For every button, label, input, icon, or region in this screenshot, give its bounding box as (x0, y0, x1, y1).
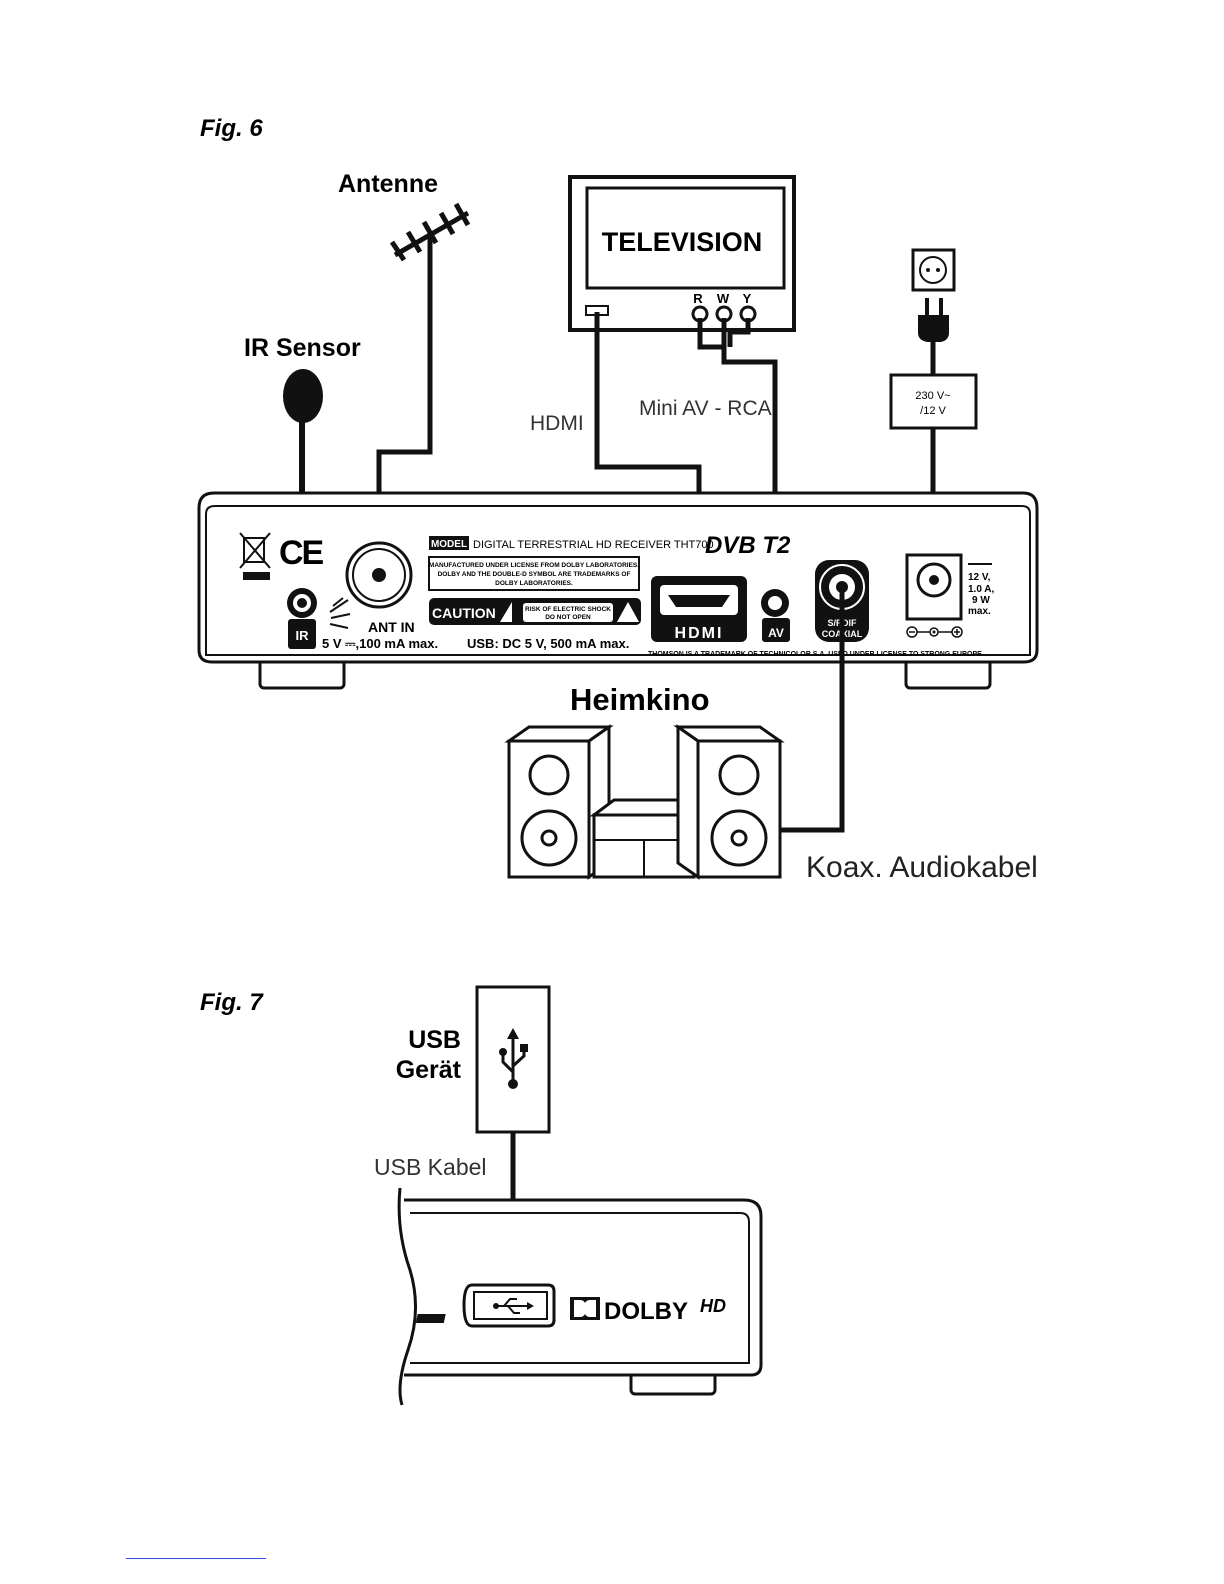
usb-power-label: USB: DC 5 V, 500 mA max. (467, 636, 629, 651)
dc-rating-line3: 9 W (972, 595, 990, 606)
receiver-front-panel: DOLBY HD TV (397, 1187, 763, 1406)
power-plug-icon (918, 298, 949, 342)
trademark-text: THOMSON IS A TRADEMARK OF TECHNICOLOR S.… (648, 651, 982, 658)
ant-in-label: ANT IN (368, 619, 415, 635)
usb-cable-label: USB Kabel (374, 1154, 487, 1180)
usb-device-label-line2: Gerät (396, 1056, 462, 1084)
exclamation-warning-icon (617, 602, 639, 622)
antenna-label: Antenne (338, 170, 438, 198)
television-label: TELEVISION (602, 227, 763, 257)
koax-label: Koax. Audiokabel (806, 851, 1038, 884)
dc-polarity-icon (906, 626, 963, 638)
power-adapter-line2: /12 V (920, 405, 946, 417)
lightning-warning-icon (500, 602, 512, 622)
av-port-label: AV (768, 626, 784, 640)
usb-stick (475, 985, 551, 1134)
caution-text: CAUTION (432, 605, 496, 621)
ir-sensor-label: IR Sensor (244, 334, 361, 362)
hd-logo-sub: TV (708, 1317, 718, 1324)
antenna-icon (389, 202, 471, 262)
usb-port-symbol-icon (493, 1298, 534, 1314)
hd-tv-logo: HD TV (415, 1296, 726, 1324)
model-badge: MODEL (431, 539, 467, 550)
home-theater-icon (504, 724, 785, 880)
heimkino-label: Heimkino (570, 682, 710, 717)
tv-port-y-label: Y (743, 291, 752, 306)
fig6-title: Fig. 6 (200, 115, 263, 142)
ir-port (288, 619, 316, 649)
power-adapter-line1: 230 V~ (915, 390, 950, 402)
av-cable-split-rw (697, 318, 727, 350)
fig7-title: Fig. 7 (200, 989, 264, 1016)
dolby-notice-line2: DOLBY AND THE DOUBLE-D SYMBOL ARE TRADEM… (438, 571, 631, 578)
dc-rating-line1: 12 V, (968, 572, 991, 583)
usb-device-label-line1: USB (408, 1026, 461, 1054)
ir-signal-icon (329, 597, 351, 629)
usb-port (462, 1283, 556, 1328)
dolby-logo (570, 1297, 600, 1320)
television: TELEVISION R W Y (568, 175, 796, 332)
ir-port-label: IR (296, 628, 310, 643)
hd-logo-text: HD (700, 1296, 726, 1316)
dolby-text: DOLBY (604, 1298, 688, 1325)
av-cable (721, 347, 778, 598)
footer-rule (126, 1558, 266, 1559)
weee-bin-icon (239, 532, 271, 580)
shock-warning-line2: DO NOT OPEN (545, 614, 591, 621)
av-cable-split-y (727, 318, 751, 347)
dolby-notice-line3: DOLBY LABORATORIES. (495, 580, 573, 587)
cut-edge (397, 1187, 417, 1406)
receiver-rear-panel: CE IR ANT IN 5 V ⎓,100 mA max. MODEL DIG… (197, 491, 1039, 690)
ant-power-label: 5 V ⎓,100 mA max. (322, 636, 438, 651)
av-cable-label: Mini AV - RCA (639, 397, 772, 420)
dvb-t2-logo: DVB T2 (705, 532, 791, 559)
hdmi-port-label: HDMI (675, 625, 724, 642)
usb-symbol-icon (499, 1028, 528, 1089)
coax-cable (778, 587, 845, 833)
shock-warning-line1: RISK OF ELECTRIC SHOCK (525, 606, 611, 613)
hdmi-cable-label: HDMI (530, 412, 584, 435)
dc-rating-line2: 1.0 A, (968, 584, 995, 595)
tv-port-w-label: W (717, 291, 730, 306)
ce-mark: CE (279, 534, 324, 572)
ir-sensor-icon (283, 369, 323, 423)
tv-port-r-label: R (693, 291, 703, 306)
model-text: DIGITAL TERRESTRIAL HD RECEIVER THT700 (473, 539, 714, 551)
power-outlet-icon (911, 248, 956, 292)
dc-rating-line4: max. (968, 606, 991, 617)
dolby-notice-line1: MANUFACTURED UNDER LICENSE FROM DOLBY LA… (429, 562, 639, 569)
